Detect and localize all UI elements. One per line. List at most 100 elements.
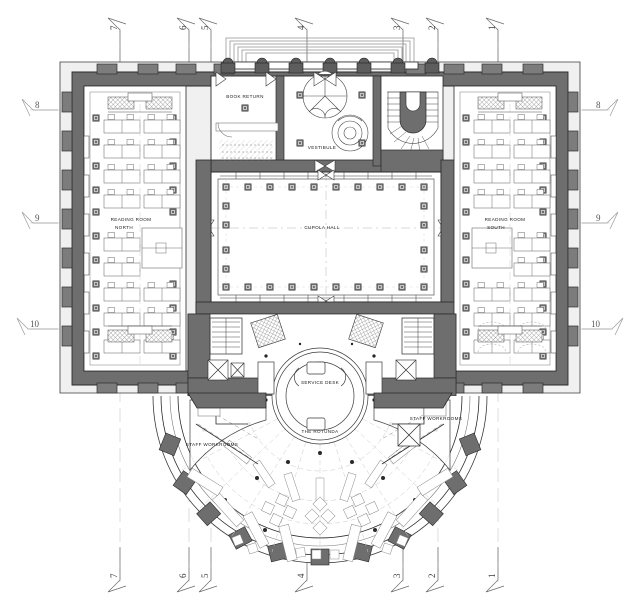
grid-label-bottom-7: 7 [109,573,119,578]
north-entrance-doors [215,71,337,87]
grid-label-left-10: 10 [30,319,40,329]
grid-label-top-2: 2 [427,26,437,31]
label-reading-room-south-2: SOUTH [487,225,505,230]
grid-label-top-3: 3 [392,25,402,30]
seat-cluster [261,493,297,527]
label-vestibule: VESTIBULE [308,145,336,150]
label-staff-workrooms-west: STAFF WORKROOMS [186,442,238,447]
rotunda-furniture [186,439,454,562]
colonnade-column [390,57,406,74]
book-return-room [215,104,279,162]
reading-desks-south [471,114,551,354]
label-the-rotunda: THE ROTUNDA [301,429,339,434]
grid-label-top-5: 5 [200,25,210,30]
grid-label-bottom-1: 1 [487,574,497,579]
exterior-piers [61,63,579,394]
label-reading-room-north: READING ROOM [111,217,152,222]
colonnade-column [424,57,440,74]
service-lift-east [395,359,417,381]
staff-workrooms-east [373,399,451,471]
window-niches-west [83,135,90,354]
grid-marker-top-6 [176,17,196,62]
grid-label-bottom-6: 6 [178,573,188,578]
label-service-desk: SERVICE DESK [301,380,340,385]
grid-label-bottom-2: 2 [427,574,437,579]
east-workroom-stair [397,423,421,447]
grid-marker-top-2 [425,17,445,62]
south-stair-east [401,317,435,355]
grid-marker-right-9 [582,211,619,230]
grand-stair [380,75,444,173]
central-table [471,227,513,269]
grid-marker-left-10 [16,317,58,336]
label-book-return: BOOK RETURN [226,94,264,99]
alcove-east [348,313,384,349]
central-table [141,227,183,269]
cupola-hall [203,169,449,307]
grid-marker-bottom-1 [485,547,505,593]
grid-label-left-8: 8 [35,100,40,110]
label-cupola-hall: CUPOLA HALL [304,225,339,230]
south-stair-west [209,317,243,355]
service-lift-west [207,359,245,381]
colonnade-column [254,57,270,74]
service-desk [257,347,383,445]
grid-label-top-1: 1 [487,26,497,31]
grid-label-top-4: 4 [296,25,306,30]
seat-cluster [343,493,379,527]
grid-marker-right-10 [582,317,624,336]
grid-labels-top: 7 6 5 4 3 2 1 [109,25,497,30]
grid-markers-bottom [107,547,505,593]
shelving-north-top [107,92,173,113]
grid-markers-top [107,17,505,62]
label-staff-workrooms-east: STAFF WORKROOMS [410,416,462,421]
reading-room-south [453,85,557,372]
reading-desks-north [103,114,183,354]
label-reading-room-north-2: NORTH [115,225,133,230]
vestibule-stair-spiral [331,114,369,152]
grid-marker-top-4 [294,17,314,62]
grid-label-left-9: 9 [35,213,40,223]
grid-marker-bottom-2 [425,547,445,593]
colonnade-column [220,57,236,74]
grid-marker-bottom-7 [107,547,127,593]
grid-markers-right [582,98,624,336]
seat-row [231,534,409,560]
grid-marker-bottom-3 [390,547,410,593]
grid-label-right-10: 10 [591,319,601,329]
grid-marker-top-1 [485,17,505,62]
colonnade-column [288,57,304,74]
grid-marker-left-9 [21,211,58,230]
grid-label-top-7: 7 [109,25,119,30]
grid-labels-right: 8 9 10 [591,100,601,329]
seat-cluster [304,496,336,536]
grid-labels-bottom: 7 6 5 4 3 2 1 [109,573,497,578]
grid-label-bottom-3: 3 [392,573,402,578]
grid-label-bottom-4: 4 [296,573,306,578]
grid-marker-right-8 [582,98,619,117]
grid-label-top-6: 6 [178,25,188,30]
vestibule-doors [314,159,336,173]
grid-label-bottom-5: 5 [200,573,210,578]
grid-label-right-8: 8 [596,100,601,110]
room-labels: BOOK RETURN VESTIBULE CUPOLA HALL READIN… [111,94,526,447]
grid-marker-top-5 [198,17,218,62]
grid-label-right-9: 9 [596,213,601,223]
reading-room-north [83,85,187,372]
grid-marker-top-7 [107,17,127,62]
entrance-colonnade [220,57,440,74]
shelving-south-top [477,92,543,113]
window-niches-east [550,135,557,354]
alcove-west [250,313,286,349]
grid-marker-left-8 [21,98,58,117]
lower-wing-walls [187,392,453,409]
grid-labels-left: 8 9 10 [30,100,40,329]
label-reading-room-south: READING ROOM [485,217,526,222]
shelving-north-bottom [107,325,173,343]
grid-marker-top-3 [390,17,410,62]
grid-marker-bottom-6 [176,547,196,593]
grid-marker-bottom-5 [198,547,218,593]
shelving-south-bottom [477,325,543,343]
